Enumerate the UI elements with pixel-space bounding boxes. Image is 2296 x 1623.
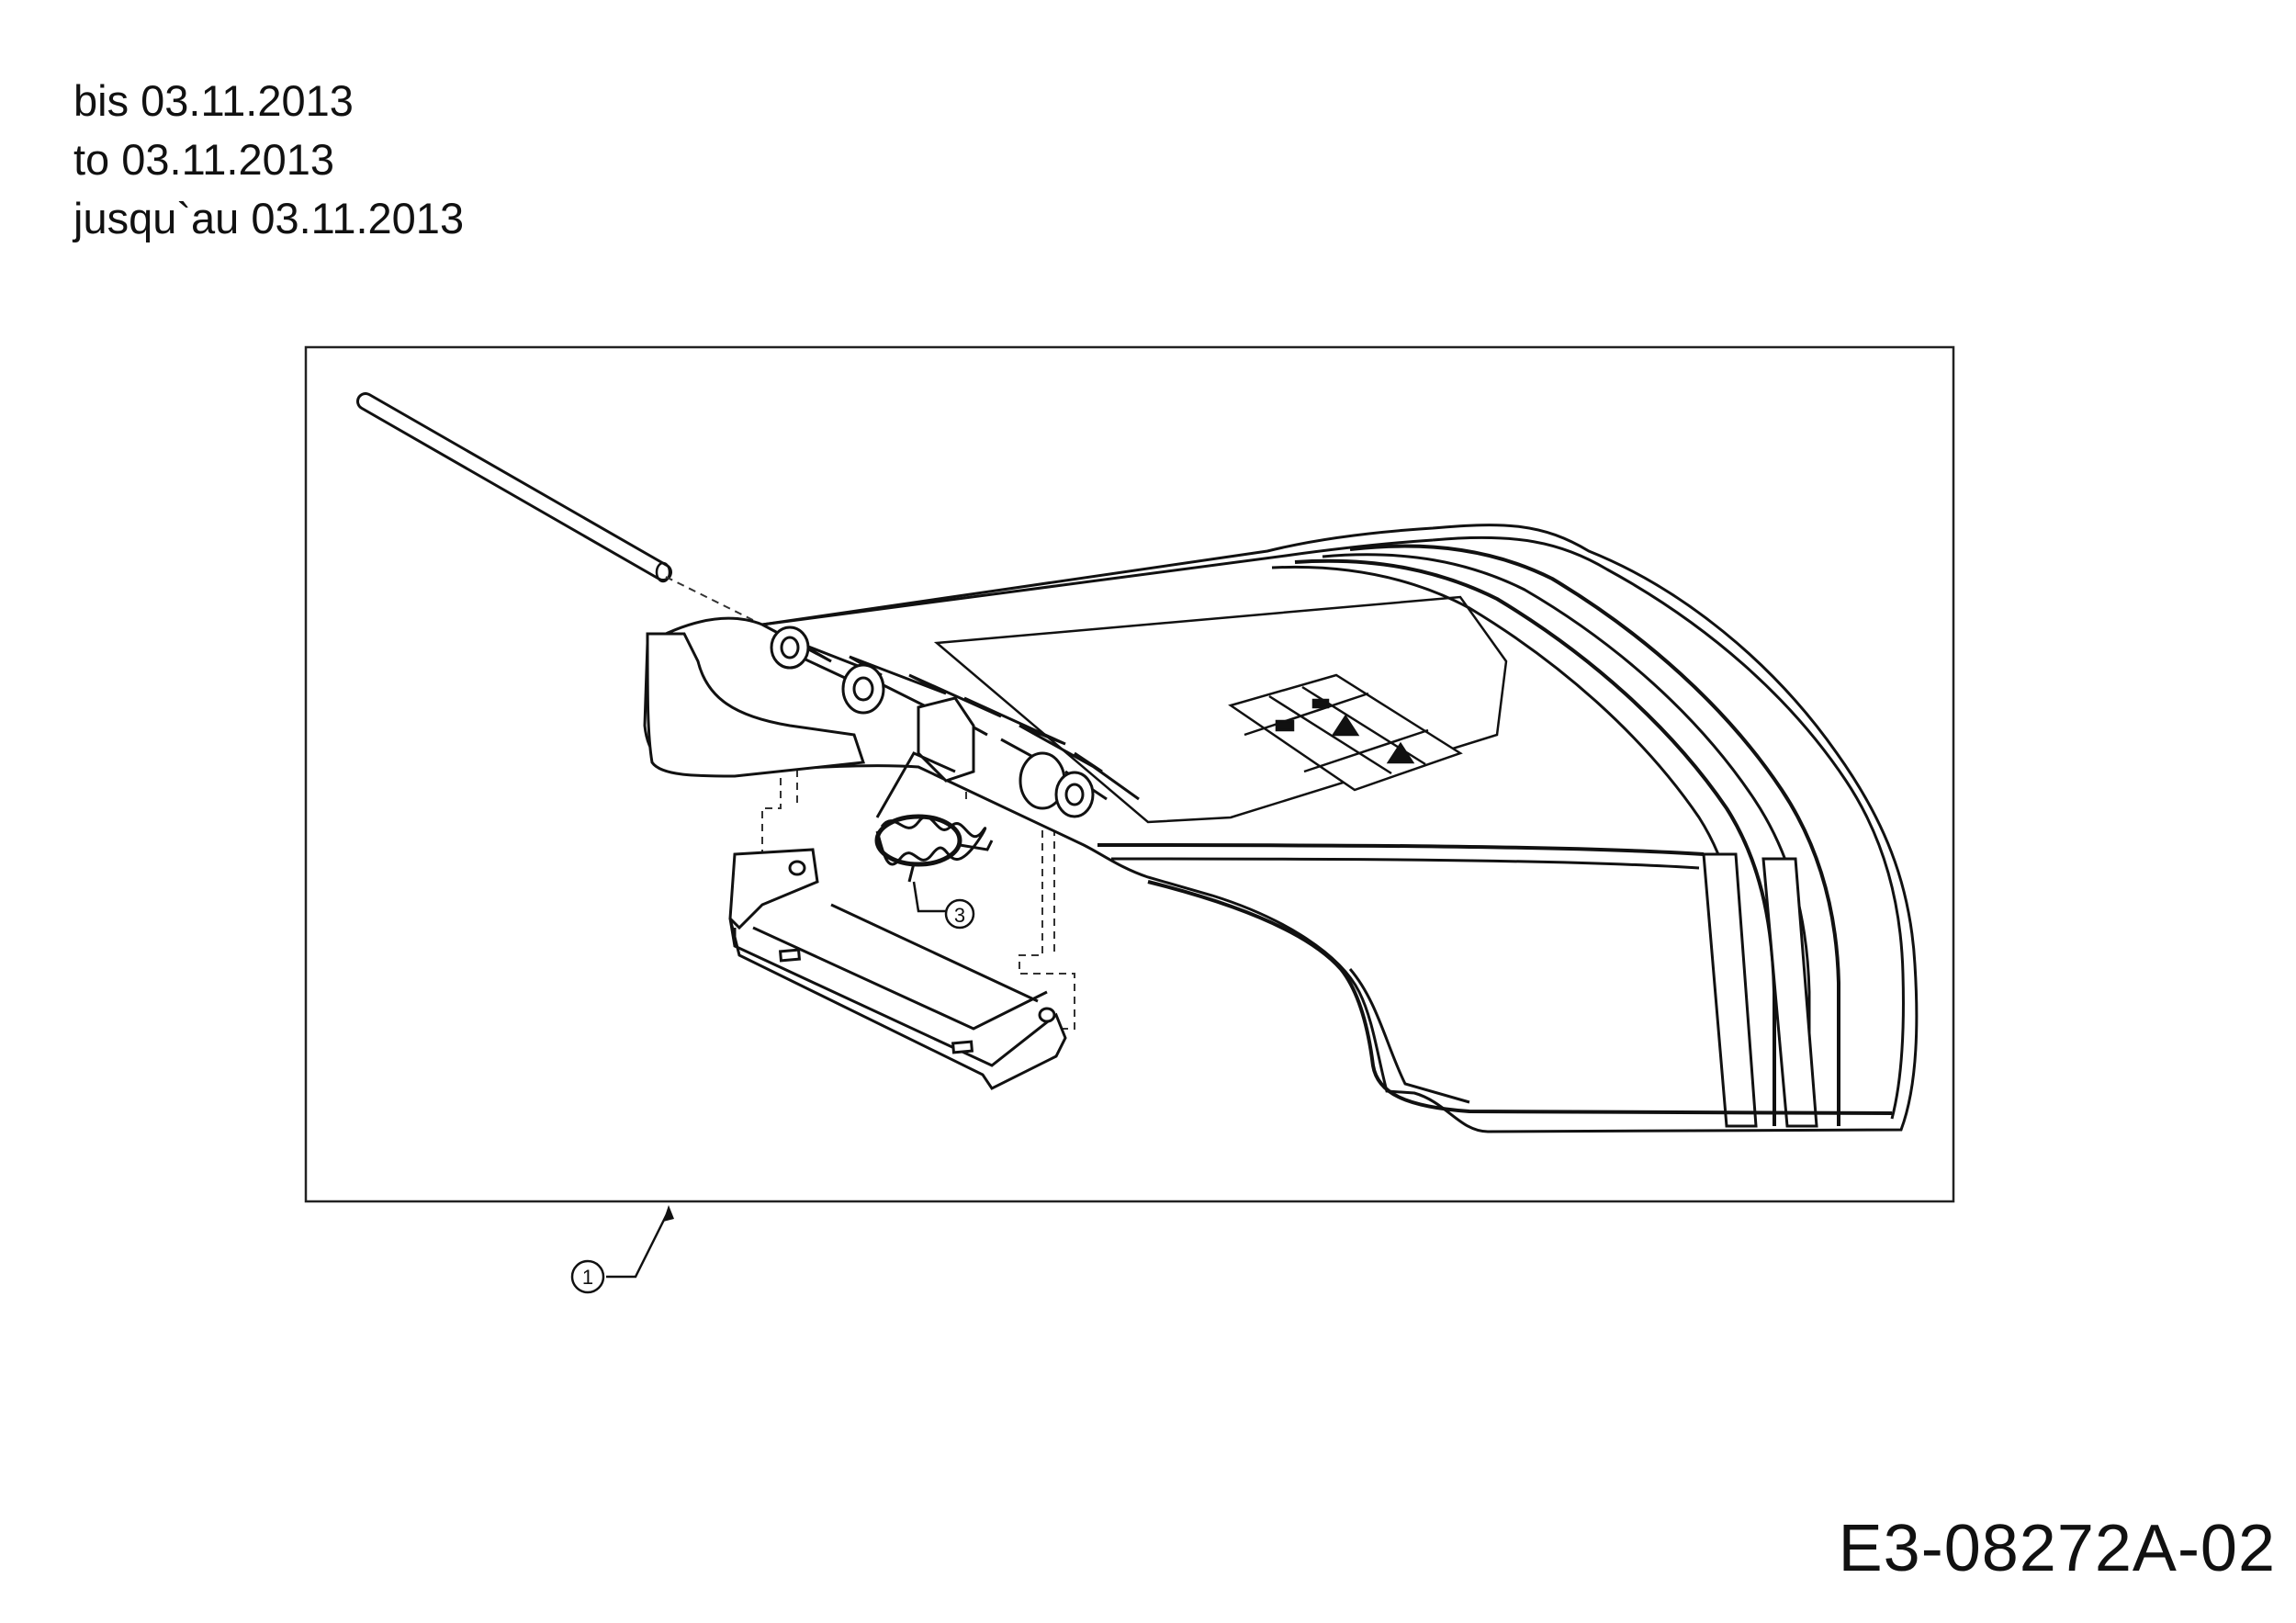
hinge-knuckles bbox=[770, 626, 1095, 818]
deflector-shield bbox=[643, 524, 1919, 1133]
validity-en: to 03.11.2013 bbox=[73, 135, 334, 184]
assembly-frame bbox=[304, 345, 1955, 1203]
pin-rod bbox=[356, 392, 672, 583]
callout-spring: 3 bbox=[912, 881, 975, 930]
callout-assembly: 1 bbox=[570, 1205, 674, 1294]
validity-fr: jusqu`au 03.11.2013 bbox=[73, 194, 465, 242]
callout-assembly-number: 1 bbox=[582, 1266, 593, 1289]
drawing-code: E3-08272A-02 bbox=[1838, 1512, 2276, 1585]
torsion-spring bbox=[874, 751, 994, 883]
validity-de: bis 03.11.2013 bbox=[73, 76, 354, 125]
warning-label bbox=[1228, 673, 1463, 792]
callout-spring-number: 3 bbox=[954, 904, 965, 927]
mounting-bracket bbox=[728, 848, 1067, 1090]
validity-note: bis 03.11.2013 to 03.11.2013 jusqu`au 03… bbox=[73, 72, 464, 248]
